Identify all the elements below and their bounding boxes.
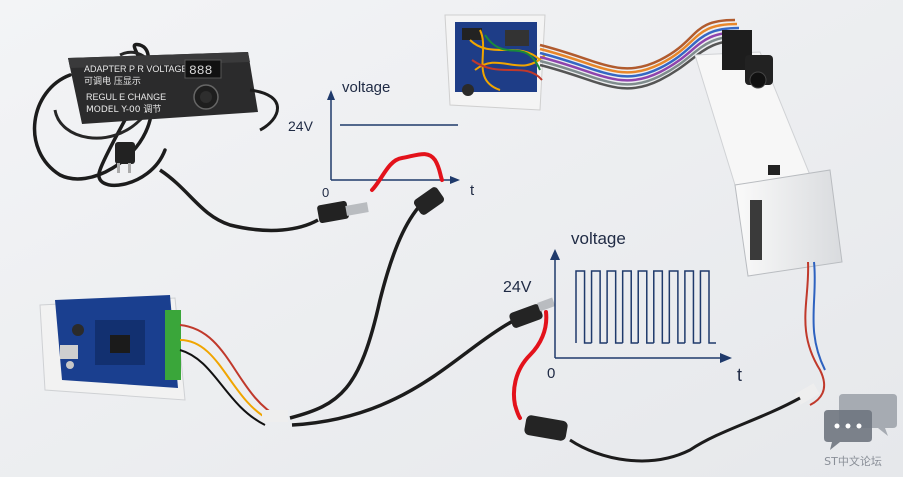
pwm-pulse	[575, 270, 592, 344]
dc-plugs	[413, 187, 568, 441]
chart-constant-voltage	[327, 90, 460, 192]
chart2-xlabel: t	[737, 365, 743, 385]
chat-bubble-icon	[824, 394, 897, 450]
chart1-level-label: 24V	[288, 118, 313, 134]
chart1-red-annotation	[370, 152, 444, 192]
chart2-x-arrow	[720, 353, 732, 363]
adapter-display-digits: 888	[189, 63, 212, 78]
adapter-label-line3: REGUL E CHANGE	[86, 92, 166, 102]
adapter-label-line4: MODEL Y-00 调节	[86, 104, 161, 115]
chart-pwm-voltage	[511, 249, 732, 420]
adapter-label-line1: ADAPTER P R VOLTAGE	[84, 64, 188, 74]
watermark-text: ST中文论坛	[824, 455, 882, 468]
motor-control-board	[39, 198, 516, 427]
chart2-origin-label: 0	[547, 365, 556, 382]
watermark: ST中文论坛	[813, 395, 893, 469]
pwm-pulse	[590, 270, 608, 344]
chart1-xlabel: t	[470, 182, 475, 199]
chart1-ylabel: voltage	[342, 79, 391, 96]
pwm-pulse	[637, 270, 654, 344]
chart2-red-annotation	[511, 310, 549, 420]
ribbon-cable	[539, 18, 746, 90]
chart1-y-arrow	[327, 90, 335, 100]
chart2-y-arrow	[550, 249, 560, 260]
chart1-x-arrow	[450, 176, 460, 184]
adapter-display	[184, 59, 222, 79]
pwm-pulse	[684, 270, 701, 344]
pwm-pulse	[668, 270, 685, 344]
pwm-pulse	[699, 270, 716, 344]
adapter-label-line2: 可调电 压显示	[84, 75, 141, 87]
power-adapter: ADAPTER P R VOLTAGE 可调电 压显示 REGUL E CHAN…	[32, 42, 369, 233]
chart2-ylabel: voltage	[571, 229, 626, 248]
top-control-board	[444, 14, 546, 111]
chart2-level-label: 24V	[503, 279, 532, 296]
chart1-origin-label: 0	[322, 185, 330, 200]
pwm-pulse	[621, 270, 639, 344]
pwm-pulse	[653, 270, 670, 344]
pwm-pulse	[606, 270, 623, 344]
sensor-bracket	[569, 30, 843, 463]
